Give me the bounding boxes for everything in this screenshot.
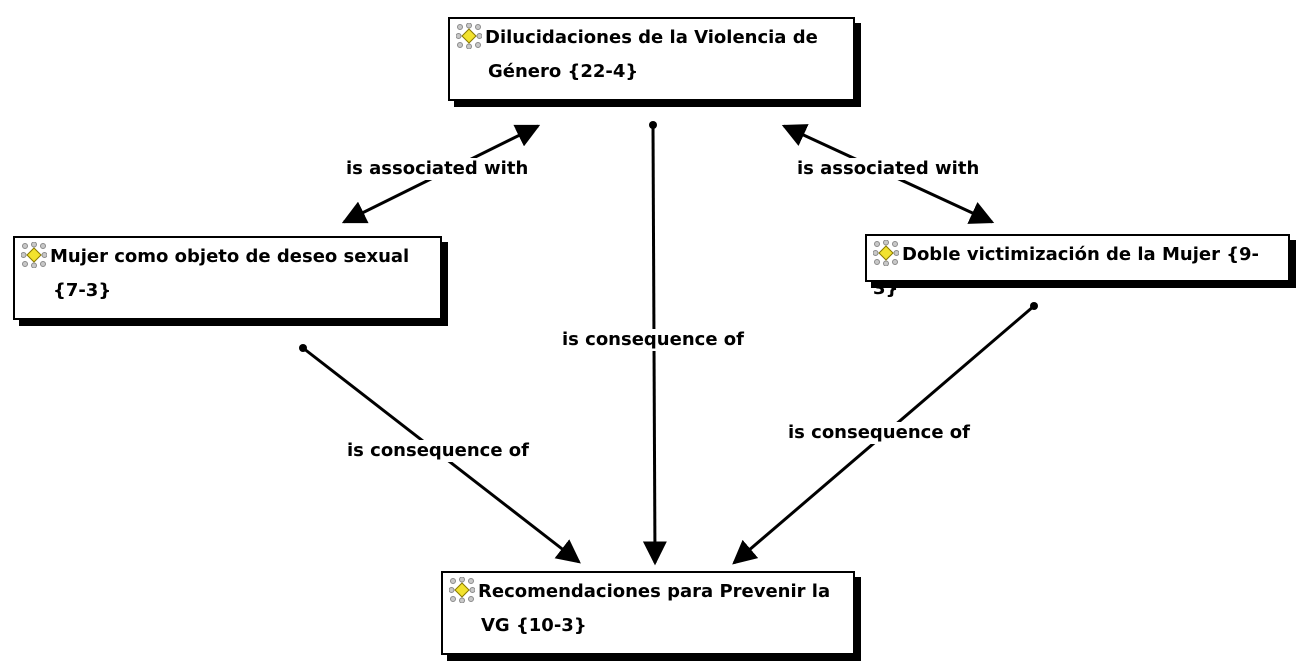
edge-conseq-right-origin-dot (1030, 302, 1038, 310)
edge-conseq-center-origin-dot (649, 121, 657, 129)
node-recomendaciones-line2: VG {10-3} (481, 615, 587, 636)
edge-label-assoc-right: is associated with (797, 158, 980, 180)
node-mujer-objeto-line2: {7-3} (53, 280, 112, 301)
node-recomendaciones[interactable]: Recomendaciones para Prevenir la VG {10-… (441, 571, 855, 655)
code-star-icon (873, 240, 899, 266)
code-star-icon (449, 577, 475, 603)
edge-label-conseq-left: is consequence of (347, 440, 529, 462)
node-doble-victimizacion[interactable]: Doble victimización de la Mujer {9-3} (865, 234, 1290, 299)
node-dilucidaciones-line2: Género {22-4} (488, 61, 639, 82)
edge-conseq-left-origin-dot (299, 344, 307, 352)
node-recomendaciones-line1: Recomendaciones para Prevenir la (478, 581, 831, 602)
node-dilucidaciones-line1: Dilucidaciones de la Violencia de (485, 27, 818, 48)
edge-label-conseq-right: is consequence of (788, 422, 970, 444)
node-mujer-objeto-line1: Mujer como objeto de deseo sexual (50, 246, 410, 267)
node-mujer-objeto[interactable]: Mujer como objeto de deseo sexual {7-3} (13, 236, 442, 320)
node-dilucidaciones[interactable]: Dilucidaciones de la Violencia de Género… (448, 17, 855, 101)
edge-label-assoc-left: is associated with (346, 158, 529, 180)
code-star-icon (21, 242, 47, 268)
edge-label-conseq-center: is consequence of (562, 329, 744, 351)
code-star-icon (456, 23, 482, 49)
node-doble-victimizacion-line1: Doble victimización de la Mujer {9-3} (873, 244, 1260, 299)
